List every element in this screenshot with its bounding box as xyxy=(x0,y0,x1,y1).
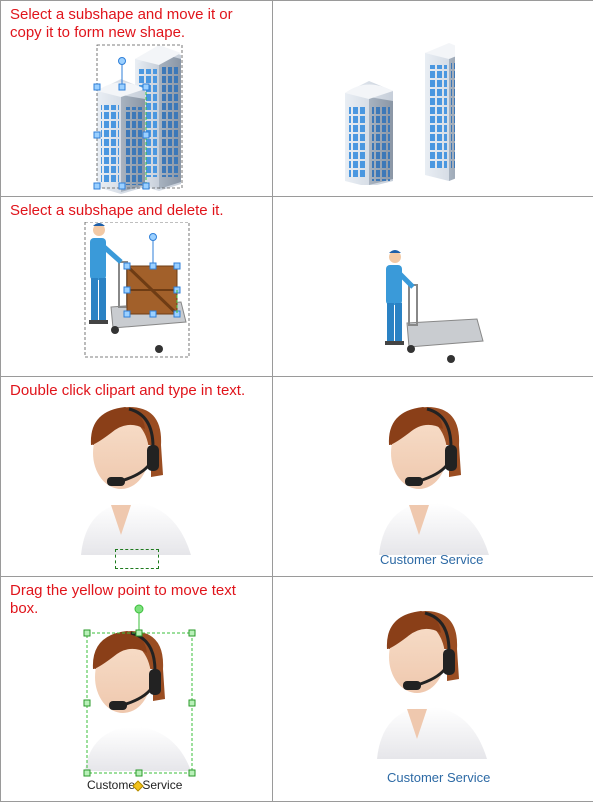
row2-instruction-cell: Select a subshape and delete it. xyxy=(1,197,273,377)
row3-result-cell: Customer Service xyxy=(273,377,593,577)
final-text-label: Customer Service xyxy=(387,770,490,785)
row3-instruction-cell: Double click clipart and type in text. xyxy=(1,377,273,577)
row1-instruction-cell: Select a subshape and move it or copy it… xyxy=(1,1,273,197)
worker-cart-selected-clipart[interactable] xyxy=(81,222,196,362)
buildings-selected-clipart[interactable] xyxy=(89,39,189,194)
row1-instruction: Select a subshape and move it or copy it… xyxy=(10,6,264,42)
headset-woman-final-clipart xyxy=(377,609,489,759)
empty-text-box[interactable] xyxy=(115,549,159,569)
row4-result-cell: Customer Service xyxy=(273,577,593,802)
headset-woman-edit-clipart[interactable] xyxy=(81,603,197,778)
row1-result-cell xyxy=(273,1,593,197)
result-text-label: Customer Service xyxy=(380,552,483,567)
headset-woman-clipart[interactable] xyxy=(81,405,193,555)
row4-instruction-cell: Drag the yellow point to move text box. xyxy=(1,577,273,802)
row2-result-cell xyxy=(273,197,593,377)
row2-instruction: Select a subshape and delete it. xyxy=(10,202,264,220)
headset-woman-result-clipart xyxy=(379,405,491,555)
worker-cart-result-clipart xyxy=(377,249,487,367)
buildings-result-clipart xyxy=(345,43,455,185)
row3-instruction: Double click clipart and type in text. xyxy=(10,382,264,400)
